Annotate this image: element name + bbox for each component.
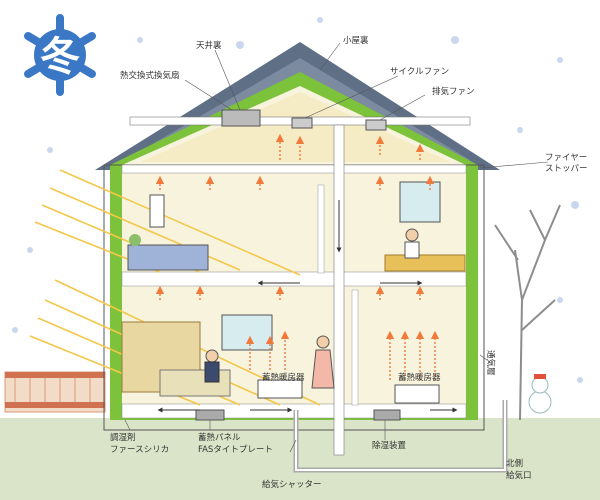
thermal-panel-unit: [195, 409, 225, 421]
floor-2f: [121, 271, 467, 287]
exhaust-fan-unit: [365, 119, 387, 131]
label-thermal-heater-lower: 蓄熱暖房器: [262, 372, 305, 383]
person-standing-dress: [311, 349, 335, 389]
label-attic: 小屋裏: [343, 35, 369, 46]
heater-lower-left: [257, 379, 303, 399]
label-supply-inlet: 給気口: [506, 470, 532, 481]
warm-air-arrows: [155, 133, 440, 380]
person-reading-body: [404, 241, 420, 259]
person-sitting-body: [204, 361, 220, 383]
bare-tree: [494, 204, 561, 421]
label-fas-plate: FASタイトプレート: [198, 445, 273, 455]
bed-right: [384, 254, 466, 272]
fence: [4, 371, 106, 413]
label-ceiling-space: 天井裏: [196, 40, 222, 51]
label-cycle-fan: サイクルファン: [390, 67, 449, 77]
season-text: 冬: [40, 34, 80, 80]
label-first-silica: ファースシリカ: [110, 445, 169, 455]
window-upper-left: [149, 194, 165, 228]
snowflakes: [12, 17, 583, 383]
interior-partition-2f: [317, 184, 325, 274]
label-dehumidifier: 除湿装置: [372, 440, 407, 451]
snowman: [528, 374, 552, 414]
labels: 天井裏 小屋裏 熱交換式換気扇 サイクルファン 排気ファン ファイヤー ストッパ…: [110, 35, 588, 490]
cycle-fan-unit: [291, 117, 313, 129]
ceiling-2f: [121, 164, 467, 174]
person-sitting-head: [205, 349, 219, 363]
ground: [0, 418, 600, 500]
label-heat-exchanger-fan: 熱交換式換気扇: [120, 70, 180, 81]
label-thermal-panel: 蓄熱パネル: [198, 432, 241, 443]
dehumidifier-unit: [373, 409, 401, 421]
heater-lower-right: [394, 384, 440, 404]
label-fire-stopper-1: ファイヤー: [545, 153, 587, 163]
interior-partition-1f: [351, 289, 359, 406]
person-standing-head: [316, 335, 330, 349]
plant-upper: [129, 234, 141, 246]
leader-lines: [124, 42, 549, 453]
window-lower: [221, 314, 273, 351]
label-exhaust-fan: 排気ファン: [432, 86, 475, 97]
heat-exchanger-unit: [221, 109, 261, 127]
season-badge: 冬: [24, 14, 96, 96]
vertical-duct-main: [333, 124, 345, 456]
label-supply-shutter: 給気シャッター: [262, 479, 322, 490]
sofa-upper: [127, 244, 209, 271]
label-thermal-heater-upper: 蓄熱暖房器: [398, 372, 441, 383]
label-vent-layer: 通気層: [485, 350, 496, 376]
label-humidity-agent: 調湿剤: [110, 432, 136, 443]
circulation-arrows: [157, 200, 458, 413]
person-reading-head: [405, 228, 419, 242]
label-fire-stopper-2: ストッパー: [545, 164, 588, 174]
label-north-side: 北側: [506, 458, 523, 469]
window-upper-right: [399, 181, 441, 223]
